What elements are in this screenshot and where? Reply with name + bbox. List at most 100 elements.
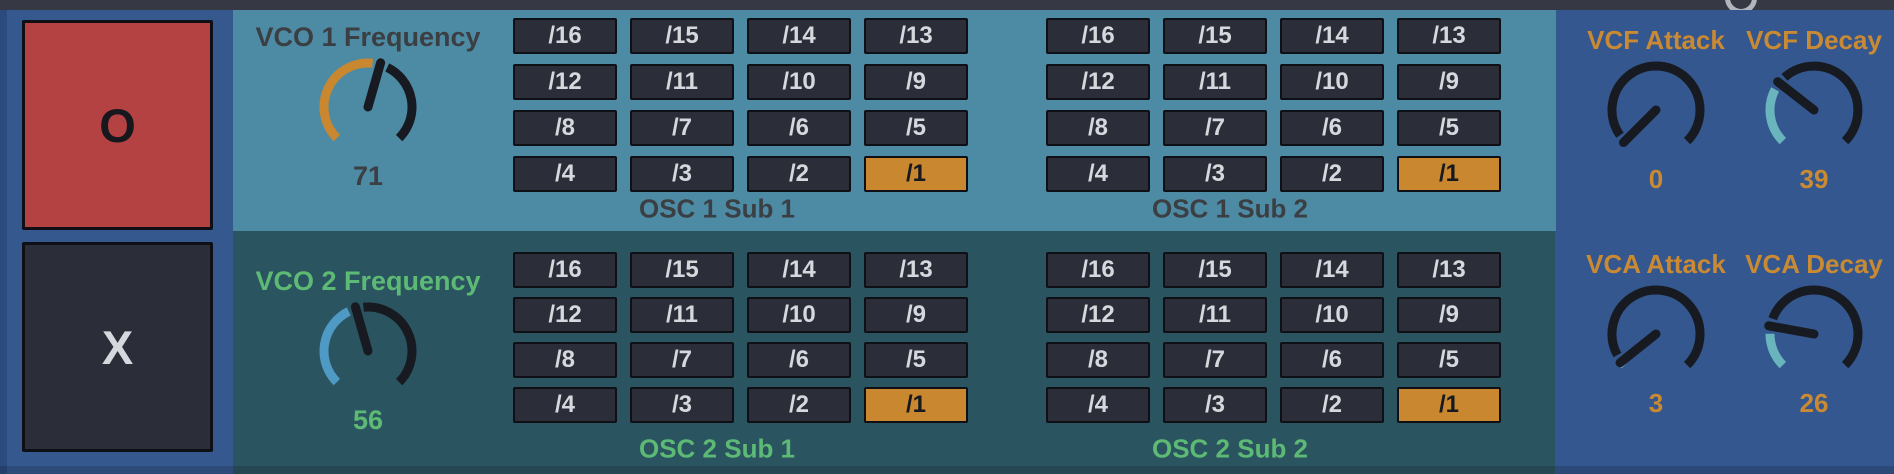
sub-ratio-button-div3[interactable]: /3 <box>630 156 734 192</box>
sub-ratio-button-div2[interactable]: /2 <box>747 156 851 192</box>
sub-ratio-button-div16[interactable]: /16 <box>513 252 617 288</box>
vcf-decay-label: VCF Decay <box>1746 25 1882 55</box>
vcf-attack-control: VCF Attack 0 <box>1576 25 1736 193</box>
sub-ratio-button-div7[interactable]: /7 <box>1163 110 1267 146</box>
sub-ratio-button-div9[interactable]: /9 <box>864 297 968 333</box>
sub-ratio-button-div12[interactable]: /12 <box>1046 64 1150 100</box>
sub-ratio-button-div13[interactable]: /13 <box>1397 18 1501 54</box>
sub-ratio-button-div4[interactable]: /4 <box>513 156 617 192</box>
vco1-frequency-label: VCO 1 Frequency <box>255 22 481 52</box>
sub-ratio-button-div1[interactable]: /1 <box>864 387 968 423</box>
sub-ratio-button-div16[interactable]: /16 <box>1046 18 1150 54</box>
vco2-frequency-label: VCO 2 Frequency <box>255 266 481 296</box>
sub-ratio-button-div1[interactable]: /1 <box>864 156 968 192</box>
sub-ratio-button-div11[interactable]: /11 <box>1163 297 1267 333</box>
sub-ratio-button-div5[interactable]: /5 <box>864 110 968 146</box>
sub-ratio-button-div11[interactable]: /11 <box>630 297 734 333</box>
vcf-attack-label: VCF Attack <box>1587 25 1725 55</box>
osc2-sub2-grid: /16/15/14/13/12/11/10/9/8/7/6/5/4/3/2/1 <box>1046 252 1501 423</box>
sub-ratio-button-div1[interactable]: /1 <box>1397 156 1501 192</box>
vcf-decay-knob[interactable] <box>1759 55 1869 165</box>
vco1-frequency-value: 71 <box>352 161 384 191</box>
osc1-sub1-grid: /16/15/14/13/12/11/10/9/8/7/6/5/4/3/2/1 <box>513 18 968 192</box>
sub-ratio-button-div10[interactable]: /10 <box>1280 64 1384 100</box>
sub-ratio-button-div4[interactable]: /4 <box>513 387 617 423</box>
osc1-sub2-caption: OSC 1 Sub 2 <box>1151 193 1309 224</box>
sub-ratio-button-div10[interactable]: /10 <box>747 297 851 333</box>
vco2-frequency-knob[interactable] <box>313 296 423 406</box>
sub-ratio-button-div7[interactable]: /7 <box>630 342 734 378</box>
sub-ratio-button-div12[interactable]: /12 <box>513 297 617 333</box>
vco2-frequency-control: VCO 2 Frequency 56 <box>238 266 498 434</box>
sub-ratio-button-div16[interactable]: /16 <box>513 18 617 54</box>
sub-ratio-button-div9[interactable]: /9 <box>864 64 968 100</box>
osc2-sub1-grid: /16/15/14/13/12/11/10/9/8/7/6/5/4/3/2/1 <box>513 252 968 423</box>
sub-ratio-button-div14[interactable]: /14 <box>1280 18 1384 54</box>
vca-attack-knob[interactable] <box>1601 279 1711 389</box>
sub-ratio-button-div15[interactable]: /15 <box>1163 18 1267 54</box>
sub-ratio-button-div6[interactable]: /6 <box>1280 110 1384 146</box>
vco2-frequency-value: 56 <box>352 405 384 435</box>
vcf-attack-knob[interactable] <box>1601 55 1711 165</box>
vca-attack-label: VCA Attack <box>1586 249 1726 279</box>
sub-ratio-button-div3[interactable]: /3 <box>1163 156 1267 192</box>
sub-ratio-button-div8[interactable]: /8 <box>1046 110 1150 146</box>
sub-ratio-button-div13[interactable]: /13 <box>864 18 968 54</box>
sub-ratio-button-div11[interactable]: /11 <box>1163 64 1267 100</box>
sub-ratio-button-div13[interactable]: /13 <box>1397 252 1501 288</box>
sub-ratio-button-div5[interactable]: /5 <box>864 342 968 378</box>
vco1-frequency-knob[interactable] <box>313 52 423 162</box>
sub-ratio-button-div1[interactable]: /1 <box>1397 387 1501 423</box>
sub-ratio-button-div3[interactable]: /3 <box>1163 387 1267 423</box>
vca-decay-knob[interactable] <box>1759 279 1869 389</box>
sub-ratio-button-div8[interactable]: /8 <box>1046 342 1150 378</box>
sub-ratio-button-div9[interactable]: /9 <box>1397 297 1501 333</box>
sub-ratio-button-div14[interactable]: /14 <box>747 18 851 54</box>
sub-ratio-button-div8[interactable]: /8 <box>513 342 617 378</box>
vca-decay-value: 26 <box>1799 388 1829 418</box>
vco1-frequency-control: VCO 1 Frequency 71 <box>238 22 498 190</box>
x-button[interactable]: X <box>22 242 213 452</box>
vcf-decay-value: 39 <box>1799 164 1829 194</box>
clipped-knob-icon <box>1725 0 1757 10</box>
osc2-sub2-caption: OSC 2 Sub 2 <box>1151 433 1309 464</box>
left-panel-edge <box>0 10 7 474</box>
osc2-sub1-caption: OSC 2 Sub 1 <box>638 433 796 464</box>
sub-ratio-button-div7[interactable]: /7 <box>1163 342 1267 378</box>
osc1-sub2-grid: /16/15/14/13/12/11/10/9/8/7/6/5/4/3/2/1 <box>1046 18 1501 192</box>
sub-ratio-button-div16[interactable]: /16 <box>1046 252 1150 288</box>
sub-ratio-button-div15[interactable]: /15 <box>630 252 734 288</box>
vcf-attack-value: 0 <box>1648 164 1664 194</box>
sub-ratio-button-div14[interactable]: /14 <box>747 252 851 288</box>
sub-ratio-button-div12[interactable]: /12 <box>1046 297 1150 333</box>
sub-ratio-button-div4[interactable]: /4 <box>1046 156 1150 192</box>
sub-ratio-button-div13[interactable]: /13 <box>864 252 968 288</box>
sub-ratio-button-div2[interactable]: /2 <box>1280 156 1384 192</box>
vca-decay-control: VCA Decay 26 <box>1734 249 1894 417</box>
sub-ratio-button-div5[interactable]: /5 <box>1397 342 1501 378</box>
sub-ratio-button-div7[interactable]: /7 <box>630 110 734 146</box>
sub-ratio-button-div6[interactable]: /6 <box>747 110 851 146</box>
sub-ratio-button-div6[interactable]: /6 <box>1280 342 1384 378</box>
sub-ratio-button-div15[interactable]: /15 <box>1163 252 1267 288</box>
sub-ratio-button-div6[interactable]: /6 <box>747 342 851 378</box>
vca-decay-label: VCA Decay <box>1745 249 1883 279</box>
sub-ratio-button-div14[interactable]: /14 <box>1280 252 1384 288</box>
sub-ratio-button-div9[interactable]: /9 <box>1397 64 1501 100</box>
sub-ratio-button-div8[interactable]: /8 <box>513 110 617 146</box>
sub-ratio-button-div10[interactable]: /10 <box>747 64 851 100</box>
sub-ratio-button-div10[interactable]: /10 <box>1280 297 1384 333</box>
o-button[interactable]: O <box>22 20 213 230</box>
sub-ratio-button-div11[interactable]: /11 <box>630 64 734 100</box>
sub-ratio-button-div3[interactable]: /3 <box>630 387 734 423</box>
sub-ratio-button-div12[interactable]: /12 <box>513 64 617 100</box>
sub-ratio-button-div2[interactable]: /2 <box>747 387 851 423</box>
vca-attack-control: VCA Attack 3 <box>1576 249 1736 417</box>
sub-ratio-button-div4[interactable]: /4 <box>1046 387 1150 423</box>
bottom-shade <box>0 466 1894 474</box>
sub-ratio-button-div2[interactable]: /2 <box>1280 387 1384 423</box>
vca-attack-value: 3 <box>1648 388 1664 418</box>
envelope-panel <box>1556 10 1894 474</box>
sub-ratio-button-div15[interactable]: /15 <box>630 18 734 54</box>
sub-ratio-button-div5[interactable]: /5 <box>1397 110 1501 146</box>
